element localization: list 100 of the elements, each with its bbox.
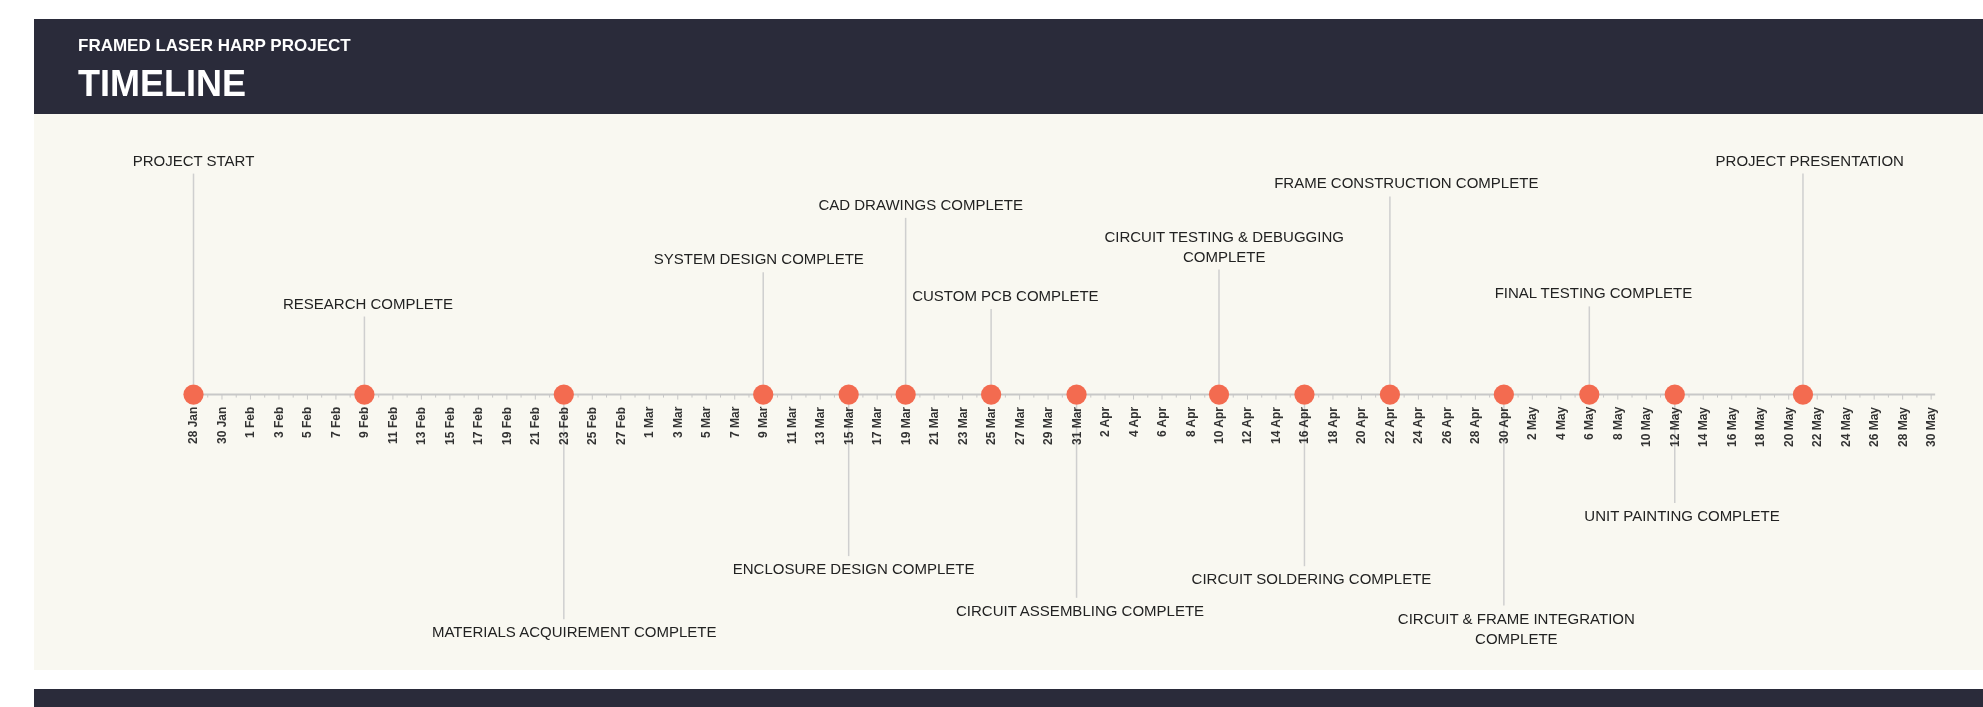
milestone-dot: [183, 384, 204, 405]
milestone-label: UNIT PAINTING COMPLETE: [1584, 506, 1780, 526]
milestone-label: PROJECT START: [132, 150, 255, 171]
milestone-dot: [838, 384, 859, 405]
date-label: 30 May: [1924, 406, 1939, 447]
date-label: 22 Apr: [1382, 406, 1397, 444]
date-label: 5 Feb: [300, 406, 315, 438]
milestone-label: CAD DRAWINGS COMPLETE: [818, 194, 1023, 215]
date-label: 12 Apr: [1240, 406, 1255, 444]
milestone-dot: [753, 384, 774, 405]
leader-line: [1218, 268, 1220, 386]
milestone-dot: [1208, 384, 1230, 405]
date-label: 19 Mar: [898, 406, 913, 445]
date-label: 9 Feb: [357, 406, 372, 438]
date-label: 23 Mar: [955, 406, 970, 445]
leader-line: [1389, 195, 1391, 386]
date-label: 16 May: [1724, 406, 1739, 447]
date-label: 31 Mar: [1069, 406, 1084, 445]
date-label: 30 Apr: [1496, 406, 1511, 444]
date-label: 8 Apr: [1183, 406, 1198, 437]
leader-line: [1503, 403, 1505, 607]
leader-line: [1674, 403, 1676, 504]
date-label: 21 Mar: [927, 406, 942, 445]
date-label: 11 Mar: [784, 406, 799, 444]
date-label: 17 Mar: [870, 406, 885, 445]
leader-line: [1075, 403, 1078, 599]
date-label: 20 Apr: [1354, 406, 1369, 444]
milestone-label: CIRCUIT & FRAME INTEGRATION COMPLETE: [1371, 608, 1662, 649]
date-label: 26 Apr: [1439, 406, 1454, 444]
date-label: 4 May: [1553, 406, 1568, 440]
milestone-dot: [1066, 384, 1087, 405]
date-label: 7 Mar: [727, 406, 742, 438]
milestone-label: ENCLOSURE DESIGN COMPLETE: [732, 559, 975, 580]
date-label: 4 Apr: [1126, 406, 1141, 437]
milestone-label: PROJECT PRESENTATION: [1715, 150, 1904, 171]
date-label: 23 Feb: [556, 406, 571, 445]
date-label: 24 Apr: [1411, 406, 1426, 444]
milestone-dot: [553, 384, 574, 405]
date-label: 1 Feb: [243, 406, 258, 438]
date-label: 5 Mar: [699, 406, 714, 438]
date-label: 28 Apr: [1468, 406, 1483, 444]
leader-line: [1303, 403, 1306, 567]
project-name: FRAMED LASER HARP PROJECT: [78, 36, 351, 56]
milestone-dot: [1664, 384, 1685, 405]
milestone-label: RESEARCH COMPLETE: [283, 293, 454, 314]
milestone-dot: [895, 384, 916, 405]
milestone-label: FINAL TESTING COMPLETE: [1494, 283, 1693, 304]
date-label: 18 May: [1753, 406, 1768, 447]
date-label: 21 Feb: [528, 406, 543, 445]
date-label: 16 Apr: [1297, 406, 1312, 444]
leader-line: [363, 315, 366, 386]
date-label: 3 Feb: [271, 406, 286, 438]
milestone-label: MATERIALS ACQUIREMENT COMPLETE: [431, 622, 717, 643]
date-label: 28 Jan: [186, 406, 201, 444]
leader-line: [847, 403, 850, 557]
date-label: 14 Apr: [1268, 406, 1283, 444]
milestone-label: CUSTOM PCB COMPLETE: [912, 285, 1099, 306]
leader-line: [1802, 172, 1804, 386]
date-label: 2 May: [1525, 406, 1540, 440]
date-label: 10 May: [1639, 406, 1654, 447]
milestone-label: CIRCUIT TESTING & DEBUGGING COMPLETE: [1094, 226, 1355, 267]
date-label: 25 Feb: [585, 406, 600, 445]
date-label: 14 May: [1696, 406, 1711, 447]
leader-line: [762, 271, 764, 386]
milestone-dot: [1294, 384, 1315, 405]
leader-line: [192, 172, 195, 386]
leader-line: [563, 403, 565, 621]
date-label: 29 Mar: [1041, 406, 1056, 445]
date-label: 13 Mar: [813, 406, 828, 445]
date-label: 9 Mar: [756, 406, 771, 438]
date-label: 20 May: [1781, 406, 1796, 447]
date-label: 22 May: [1810, 406, 1825, 447]
date-label: 11 Feb: [385, 406, 400, 444]
milestone-label: CIRCUIT SOLDERING COMPLETE: [1191, 569, 1432, 590]
milestone-dot: [1792, 384, 1814, 405]
date-label: 17 Feb: [471, 406, 486, 445]
title: TIMELINE: [78, 64, 246, 104]
leader-line: [990, 308, 992, 386]
milestone-dot: [1579, 384, 1600, 405]
milestone-dot: [354, 384, 375, 405]
date-label: 30 Jan: [214, 406, 229, 444]
milestone-dot: [1379, 384, 1401, 405]
date-label: 27 Feb: [613, 406, 628, 445]
milestone-dot: [1493, 384, 1514, 405]
date-label: 3 Mar: [670, 406, 685, 438]
milestone-dot: [981, 384, 1002, 405]
date-label: 12 May: [1667, 406, 1682, 447]
date-label: 27 Mar: [1012, 406, 1027, 445]
milestone-label: SYSTEM DESIGN COMPLETE: [653, 249, 864, 270]
date-label: 19 Feb: [499, 406, 514, 445]
date-label: 2 Apr: [1098, 406, 1113, 437]
date-label: 18 Apr: [1325, 406, 1340, 444]
date-label: 8 May: [1610, 406, 1625, 440]
date-label: 1 Mar: [642, 406, 657, 438]
milestone-label: CIRCUIT ASSEMBLING COMPLETE: [955, 600, 1205, 621]
date-label: 25 Mar: [984, 406, 999, 445]
milestone-label: FRAME CONSTRUCTION COMPLETE: [1274, 173, 1539, 194]
date-label: 15 Feb: [442, 406, 457, 445]
leader-line: [1588, 305, 1591, 386]
date-label: 13 Feb: [414, 406, 429, 445]
